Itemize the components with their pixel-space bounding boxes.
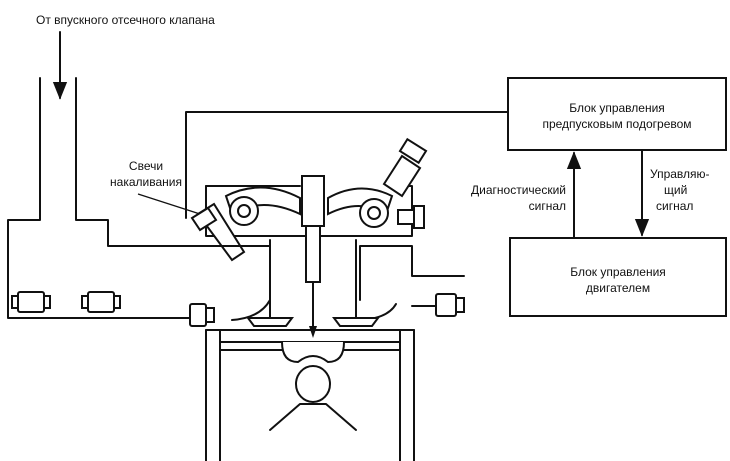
pipe-connector-left bbox=[11, 291, 51, 313]
fuel-injector bbox=[301, 175, 325, 338]
exhaust-valve bbox=[332, 239, 380, 327]
cylinder bbox=[205, 329, 415, 461]
intake-valve-label: От впускного отсечного клапана bbox=[36, 13, 215, 27]
intake-port-connector bbox=[189, 303, 215, 327]
rocker-arm-right bbox=[327, 187, 394, 228]
preheat-control-unit: Блок управления предпусковым подогревом bbox=[507, 77, 727, 151]
engine-control-unit: Блок управления двигателем bbox=[509, 237, 727, 317]
intake-pipe bbox=[7, 77, 215, 319]
exhaust-port-connector bbox=[435, 293, 465, 317]
control-signal-line3: сигнал bbox=[656, 199, 693, 213]
engine-unit-line2: двигателем bbox=[586, 281, 650, 295]
control-signal-line1: Управляю- bbox=[650, 167, 710, 181]
rocker-arm-left bbox=[224, 186, 301, 226]
preheat-unit-line2: предпусковым подогревом bbox=[542, 117, 691, 131]
glow-plugs-label-line2: накаливания bbox=[110, 175, 182, 189]
pipe-connector-middle bbox=[81, 291, 121, 313]
diagnostic-signal-line1: Диагностический bbox=[471, 183, 566, 197]
glow-plug-wire bbox=[185, 111, 509, 219]
piston bbox=[219, 341, 401, 431]
control-signal-line2: щий bbox=[664, 183, 687, 197]
preheat-unit-line1: Блок управления bbox=[569, 101, 665, 115]
engine-unit-line1: Блок управления bbox=[570, 265, 666, 279]
pressure-sensor bbox=[382, 137, 428, 229]
intake-port bbox=[213, 245, 271, 321]
exhaust-port bbox=[359, 245, 465, 301]
glow-plugs-label-line1: Свечи bbox=[129, 159, 163, 173]
diagnostic-signal-line2: сигнал bbox=[529, 199, 566, 213]
intake-valve bbox=[246, 239, 294, 327]
glow-plugs-leader bbox=[137, 193, 201, 215]
